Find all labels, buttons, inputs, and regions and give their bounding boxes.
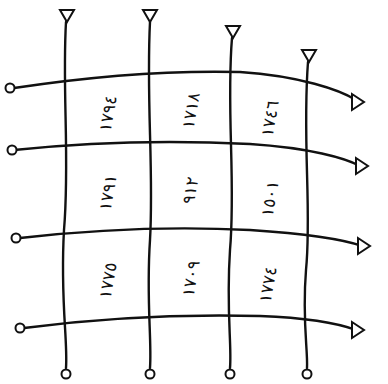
table-cell: ١٧٩١ xyxy=(95,170,121,213)
table-cell: ١٥٠١ xyxy=(257,176,283,219)
table-cell: ١٧١٨ xyxy=(178,88,204,131)
table-cell: ١٧٤٦ xyxy=(257,96,283,139)
vertical-line xyxy=(229,38,232,368)
table-cell: ١٧٠٩ xyxy=(178,256,204,299)
arrow-triangle xyxy=(352,94,364,110)
horizontal-line xyxy=(24,316,356,331)
vertical-line xyxy=(63,22,66,368)
end-circle xyxy=(146,370,155,379)
table-cell: ١٧٩٤ xyxy=(95,91,121,134)
vertical-line xyxy=(305,62,308,368)
end-circle xyxy=(62,370,71,379)
arrow-triangle xyxy=(60,10,74,22)
table-cell: ١٧٧٥ xyxy=(95,258,121,301)
arrow-triangle xyxy=(302,50,316,62)
arrow-triangle xyxy=(143,10,157,22)
end-circle xyxy=(8,146,17,155)
arrow-triangle xyxy=(356,158,368,174)
horizontal-line xyxy=(20,228,362,246)
end-circle xyxy=(16,324,25,333)
end-circle xyxy=(303,370,312,379)
end-circle xyxy=(226,370,235,379)
horizontal-line xyxy=(14,142,360,166)
table-cell: ٩١٢ xyxy=(179,173,203,207)
table-cell: ١٧٧٤ xyxy=(255,262,281,305)
arrow-triangle xyxy=(358,238,370,254)
arrow-triangle xyxy=(352,322,364,338)
end-circle xyxy=(12,234,21,243)
arrow-triangle xyxy=(226,26,240,38)
end-circle xyxy=(6,84,15,93)
